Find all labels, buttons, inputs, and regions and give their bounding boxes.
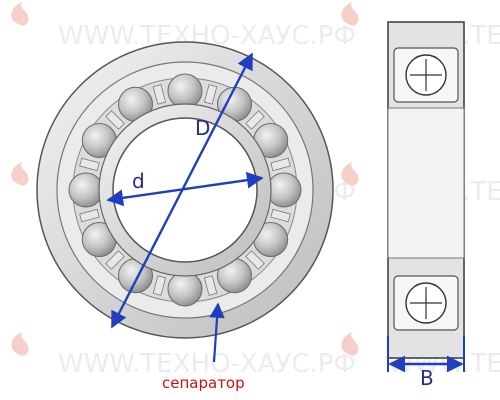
width-label: B [420,366,434,390]
techno-haus-flame-icon [341,162,359,186]
ball [167,271,203,307]
techno-haus-flame-icon [11,162,29,186]
ball [167,73,203,109]
cage-bridge [79,208,100,223]
inner-diameter-label: d [132,169,145,193]
ball [68,172,104,208]
inner-diameter-arrow [106,171,264,207]
techno-haus-flame-icon [341,2,359,26]
techno-haus-flame-icon [11,2,29,26]
cage-bridge [270,157,291,172]
cage-label: сепаратор [162,374,245,392]
cage-pointer-arrow [209,302,225,363]
dimension-annotations: D d B сепаратор [106,52,465,392]
side-bore-section [387,107,465,259]
side-ball-bottom [393,275,459,331]
cage-bridge [79,157,100,172]
ball [266,172,302,208]
techno-haus-flame-icon [341,332,359,356]
cage-bridge [270,208,291,223]
outer-diameter-label: D [195,116,210,140]
techno-haus-flame-icon [11,332,29,356]
watermark-text: WWW.ТЕХНО-ХАУС.РФ [58,349,356,379]
bearing-side-view [387,21,465,359]
side-ball-top [393,47,459,103]
